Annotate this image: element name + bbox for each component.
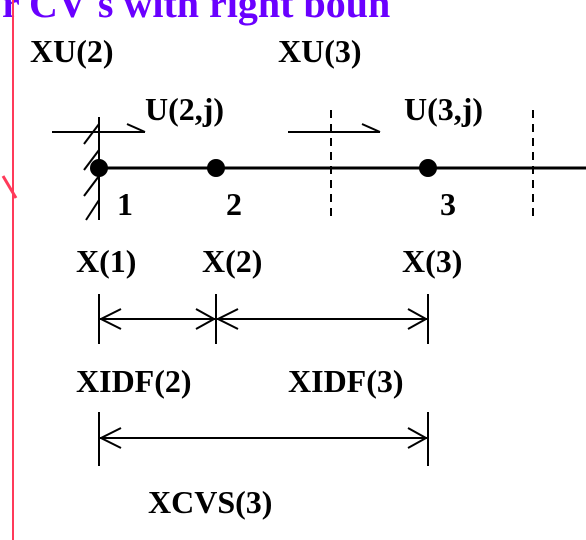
label-xu2: XU(2) [30, 33, 114, 69]
slide-title: r CV's with right boun [2, 0, 390, 26]
label-x1: X(1) [76, 243, 136, 279]
node-number-2: 2 [226, 186, 242, 222]
label-xidf2: XIDF(2) [76, 363, 192, 399]
label-xidf3: XIDF(3) [288, 363, 404, 399]
label-xu3: XU(3) [278, 33, 362, 69]
label-u3j: U(3,j) [404, 91, 483, 127]
velocity-arrow-u3 [288, 123, 381, 133]
label-x3: X(3) [402, 243, 462, 279]
label-x2: X(2) [202, 243, 262, 279]
node-number-1: 1 [117, 186, 133, 222]
dimension-xidf [98, 294, 429, 344]
node-point-3 [419, 159, 437, 177]
dimension-xcvs [98, 412, 429, 466]
label-xcvs3: XCVS(3) [148, 484, 272, 520]
label-u2j: U(2,j) [145, 91, 224, 127]
node-point-1 [90, 159, 108, 177]
margin-mark [1, 175, 18, 199]
node-number-3: 3 [440, 186, 456, 222]
node-point-2 [207, 159, 225, 177]
